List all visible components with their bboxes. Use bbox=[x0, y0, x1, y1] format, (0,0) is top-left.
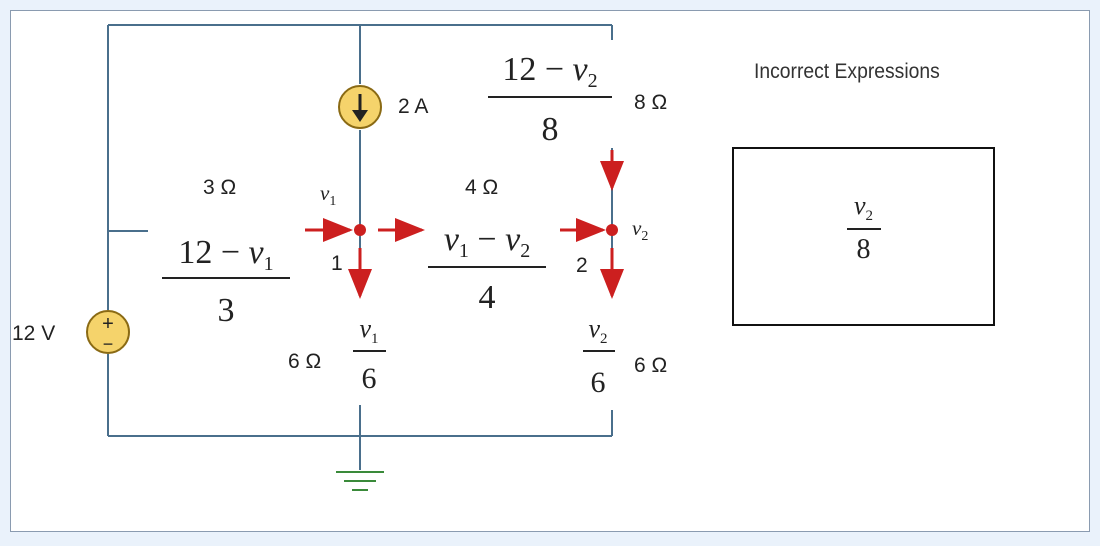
incorrect-expressions-title: Incorrect Expressions bbox=[754, 60, 940, 83]
current-expression-6ohm-right: v2 6 bbox=[583, 314, 615, 399]
voltage-source: + − bbox=[86, 310, 130, 354]
resistor-8ohm-label: 8 Ω bbox=[634, 91, 667, 114]
node-v1-dot bbox=[354, 224, 366, 236]
svg-text:6: 6 bbox=[591, 366, 606, 399]
node-v2-dot bbox=[606, 224, 618, 236]
svg-text:4: 4 bbox=[479, 279, 496, 316]
svg-text:v1 − v2: v1 − v2 bbox=[444, 221, 530, 262]
svg-text:v1: v1 bbox=[359, 314, 378, 347]
wires bbox=[107, 24, 613, 470]
resistor-4ohm-label: 4 Ω bbox=[465, 176, 498, 199]
plus-sign: + bbox=[102, 313, 114, 335]
node-v2-label: v2 bbox=[632, 216, 648, 244]
node-v1-label: v1 bbox=[320, 181, 336, 209]
minus-sign: − bbox=[103, 334, 114, 354]
current-expression-3ohm: 12 − v1 3 bbox=[162, 234, 290, 329]
svg-text:v2: v2 bbox=[588, 314, 607, 347]
current-source-label: 2 A bbox=[398, 95, 428, 118]
svg-text:12 − v1: 12 − v1 bbox=[178, 234, 273, 275]
svg-text:3: 3 bbox=[218, 292, 235, 329]
current-arrows bbox=[305, 150, 624, 299]
answer-expression[interactable]: v2 8 bbox=[734, 191, 993, 266]
svg-text:8: 8 bbox=[542, 111, 559, 148]
ground-symbol bbox=[336, 471, 384, 491]
current-expression-8ohm: 12 − v2 8 bbox=[488, 51, 612, 148]
svg-text:6: 6 bbox=[362, 362, 377, 395]
resistor-3ohm-label: 3 Ω bbox=[203, 176, 236, 199]
node2-number: 2 bbox=[576, 254, 588, 277]
resistor-6ohm-right-label: 6 Ω bbox=[634, 354, 667, 377]
svg-text:12 − v2: 12 − v2 bbox=[502, 51, 597, 92]
answer-drop-box[interactable]: v2 8 bbox=[732, 147, 995, 326]
current-source bbox=[338, 85, 382, 129]
current-expression-4ohm: v1 − v2 4 bbox=[428, 221, 546, 316]
voltage-source-label: 12 V bbox=[12, 322, 55, 345]
resistor-6ohm-left-label: 6 Ω bbox=[288, 350, 321, 373]
node1-number: 1 bbox=[331, 252, 343, 275]
current-expression-6ohm-left: v1 6 bbox=[353, 314, 386, 395]
